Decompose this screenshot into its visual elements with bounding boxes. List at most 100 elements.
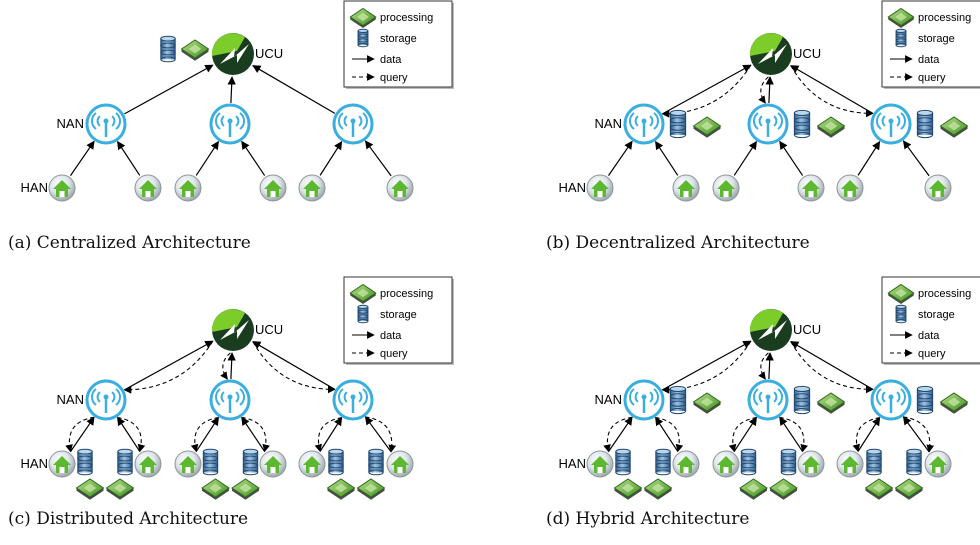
nan-to-ucu-data-edge xyxy=(124,64,214,115)
processing-chip-icon xyxy=(939,116,969,138)
nan-to-ucu-data-edge xyxy=(252,341,336,390)
home-to-nan-data-edge xyxy=(319,140,343,176)
han-label: HAN xyxy=(21,456,48,471)
han-label: HAN xyxy=(559,180,586,195)
legend-processing-label: processing xyxy=(380,288,433,300)
home-icon xyxy=(298,450,326,478)
legend-storage-label: storage xyxy=(918,33,955,45)
home-icon xyxy=(924,174,952,202)
nan-to-home-query-edge xyxy=(852,417,880,453)
legend-query-label: query xyxy=(380,348,408,360)
home-to-nan-data-edge xyxy=(195,140,219,176)
home-icon xyxy=(797,174,825,202)
ucu-label: UCU xyxy=(255,46,283,61)
ucu-to-nan-query-edge xyxy=(758,76,769,104)
home-to-nan-data-edge xyxy=(364,416,392,453)
nan-antenna-icon xyxy=(332,103,374,145)
home-icon xyxy=(174,450,202,478)
nan-antenna-icon xyxy=(209,103,251,145)
home-to-nan-data-edge xyxy=(779,140,804,176)
storage-icon xyxy=(916,385,934,415)
processing-chip-icon xyxy=(643,478,673,500)
home-icon xyxy=(586,174,614,202)
home-to-nan-data-edge xyxy=(608,416,633,452)
processing-chip-icon xyxy=(349,7,377,29)
home-icon xyxy=(712,450,740,478)
processing-chip-icon xyxy=(739,478,768,500)
storage-icon xyxy=(740,448,757,476)
processing-chip-icon xyxy=(864,478,894,500)
nan-antenna-icon xyxy=(332,379,374,421)
panel-caption-d: (d) Hybrid Architecture xyxy=(546,509,749,529)
storage-icon xyxy=(895,304,907,324)
home-to-nan-data-edge xyxy=(364,140,392,177)
home-icon xyxy=(924,450,952,478)
home-to-nan-data-edge xyxy=(70,416,95,452)
home-to-nan-data-edge xyxy=(241,416,266,452)
home-icon xyxy=(712,174,740,202)
ucu-to-nan-query-edge xyxy=(758,352,769,380)
home-icon xyxy=(836,450,864,478)
nan-to-home-query-edge xyxy=(655,417,684,453)
nan-to-ucu-data-edge xyxy=(124,340,214,391)
home-icon xyxy=(586,450,614,478)
nan-antenna-icon xyxy=(85,103,127,145)
storage-icon xyxy=(202,448,219,476)
processing-chip-icon xyxy=(201,478,230,500)
storage-icon xyxy=(242,448,259,476)
nan-to-home-query-edge xyxy=(603,416,633,453)
nan-to-home-query-edge xyxy=(117,417,146,453)
nan-to-home-query-edge xyxy=(314,417,342,453)
nan-to-ucu-data-edge xyxy=(790,341,874,390)
home-to-nan-data-edge xyxy=(902,140,930,177)
nan-antenna-icon xyxy=(85,379,127,421)
processing-chip-icon xyxy=(613,478,643,500)
ucu-to-nan-query-edge xyxy=(220,352,231,380)
nan-label: NAN xyxy=(595,392,622,407)
processing-chip-icon xyxy=(326,478,356,500)
home-icon xyxy=(672,174,700,202)
processing-chip-icon xyxy=(894,478,924,500)
han-label: HAN xyxy=(559,456,586,471)
ucu-to-nan-query-edge xyxy=(790,341,874,394)
processing-chip-icon xyxy=(769,478,798,500)
home-icon xyxy=(174,174,202,202)
ucu-label: UCU xyxy=(793,322,821,337)
storage-icon xyxy=(793,109,811,139)
nan-to-ucu-data-edge xyxy=(227,76,236,104)
nan-to-home-query-edge xyxy=(728,417,757,453)
home-to-nan-data-edge xyxy=(733,140,757,176)
home-icon xyxy=(298,174,326,202)
legend-query-label: query xyxy=(918,72,946,84)
storage-icon xyxy=(906,448,922,476)
legend-query-label: query xyxy=(918,348,946,360)
nan-to-ucu-data-edge xyxy=(252,65,336,114)
processing-chip-icon xyxy=(692,116,722,138)
home-icon xyxy=(259,450,287,478)
storage-icon xyxy=(866,448,882,476)
legend-processing-label: processing xyxy=(918,288,971,300)
legend-storage-label: storage xyxy=(380,309,417,321)
home-icon xyxy=(134,174,162,202)
ucu-to-nan-query-edge xyxy=(123,340,214,394)
nan-antenna-icon xyxy=(747,103,789,145)
ucu-to-nan-query-edge xyxy=(252,341,336,394)
legend-processing-label: processing xyxy=(918,12,971,24)
nan-to-ucu-data-edge xyxy=(227,352,236,380)
processing-chip-icon xyxy=(939,392,969,414)
nan-to-home-query-edge xyxy=(779,416,808,453)
processing-chip-icon xyxy=(692,392,722,414)
nan-to-ucu-data-edge xyxy=(662,340,752,391)
ucu-label: UCU xyxy=(793,46,821,61)
storage-icon xyxy=(916,109,934,139)
processing-chip-icon xyxy=(887,283,915,305)
home-icon xyxy=(48,450,76,478)
storage-icon xyxy=(780,448,797,476)
nan-label: NAN xyxy=(57,392,84,407)
home-to-nan-data-edge xyxy=(857,140,881,176)
home-to-nan-data-edge xyxy=(70,140,95,176)
legend-data-label: data xyxy=(380,54,402,66)
home-to-nan-data-edge xyxy=(195,416,219,452)
